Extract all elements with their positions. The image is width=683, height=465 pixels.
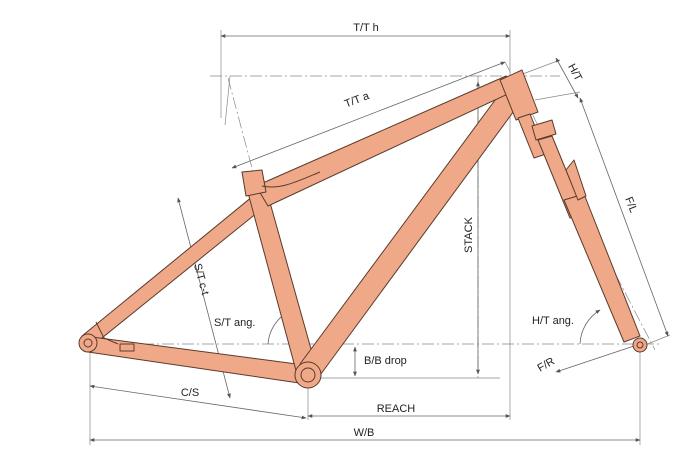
label-ht-ang: H/T ang. (532, 315, 574, 327)
chain-stay (83, 335, 313, 385)
label-fr: F/R (536, 355, 557, 374)
labels: T/T h T/T a H/T S/T c-t STACK F/L S/T an… (181, 22, 639, 439)
label-cs: C/S (181, 387, 199, 399)
head-tube (499, 69, 539, 121)
label-st-ang: S/T ang. (214, 317, 255, 329)
label-bb-drop: B/B drop (364, 355, 407, 367)
dimension-lines (89, 34, 669, 442)
fork (517, 113, 648, 353)
fork-lower-leg (563, 193, 641, 343)
label-stack: STACK (463, 216, 475, 253)
frame (78, 69, 539, 389)
fork-crown (531, 119, 557, 141)
label-tt-h: T/T h (353, 22, 378, 34)
label-wb: W/B (354, 427, 375, 439)
label-fl: F/L (622, 195, 639, 214)
seat-collar (241, 169, 267, 197)
label-st-ct: S/T c-t (191, 262, 211, 296)
seat-tube (243, 173, 319, 379)
label-reach: REACH (377, 403, 416, 415)
label-tt-a: T/T a (343, 90, 372, 111)
